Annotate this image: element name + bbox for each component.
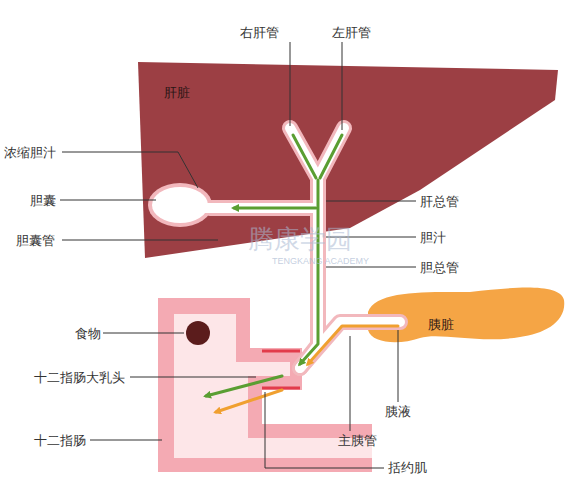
leader-line xyxy=(398,330,399,402)
part-label: 十二指肠 xyxy=(34,433,86,450)
part-label: 胰液 xyxy=(385,404,411,421)
leader-line xyxy=(350,336,351,431)
part-label: 左肝管 xyxy=(332,25,371,42)
flow-arrow xyxy=(216,390,282,412)
leader-line xyxy=(342,42,343,130)
part-label: 浓缩胆汁 xyxy=(4,145,56,162)
leader-line xyxy=(130,377,256,378)
organ-name: 肝脏 xyxy=(164,84,190,102)
part-label: 右肝管 xyxy=(240,25,279,42)
leader-line xyxy=(326,201,416,202)
pancreatic-flow xyxy=(216,326,398,412)
leader-line xyxy=(326,267,416,268)
liver-shape xyxy=(138,62,558,258)
leader-line xyxy=(265,392,384,468)
part-label: 主胰管 xyxy=(338,433,377,450)
watermark: TENGKANG ACADEMY xyxy=(272,256,369,266)
organ-name: 胰脏 xyxy=(428,316,454,334)
leader-line xyxy=(60,200,156,201)
leader-line xyxy=(62,240,218,241)
part-label: 胆总管 xyxy=(420,260,459,277)
part-label: 胆囊 xyxy=(30,193,56,210)
part-label: 食物 xyxy=(75,326,101,343)
leader-line xyxy=(290,42,291,126)
gallbladder-lumen xyxy=(152,187,208,223)
part-label: 括约肌 xyxy=(388,460,427,477)
part-label: 胆汁 xyxy=(420,230,446,247)
pancreas-shape xyxy=(368,288,564,343)
part-label: 肝总管 xyxy=(420,194,459,211)
duct-lumen xyxy=(205,203,318,213)
part-label: 胆囊管 xyxy=(16,233,55,250)
watermark: 腾康学园 xyxy=(248,222,352,257)
sphincter-mark xyxy=(262,351,300,388)
flow-arrow xyxy=(234,207,316,210)
part-label: 十二指肠大乳头 xyxy=(34,370,125,387)
food-bolus xyxy=(186,321,210,345)
leader-line xyxy=(90,440,162,441)
leader-line xyxy=(103,333,184,334)
